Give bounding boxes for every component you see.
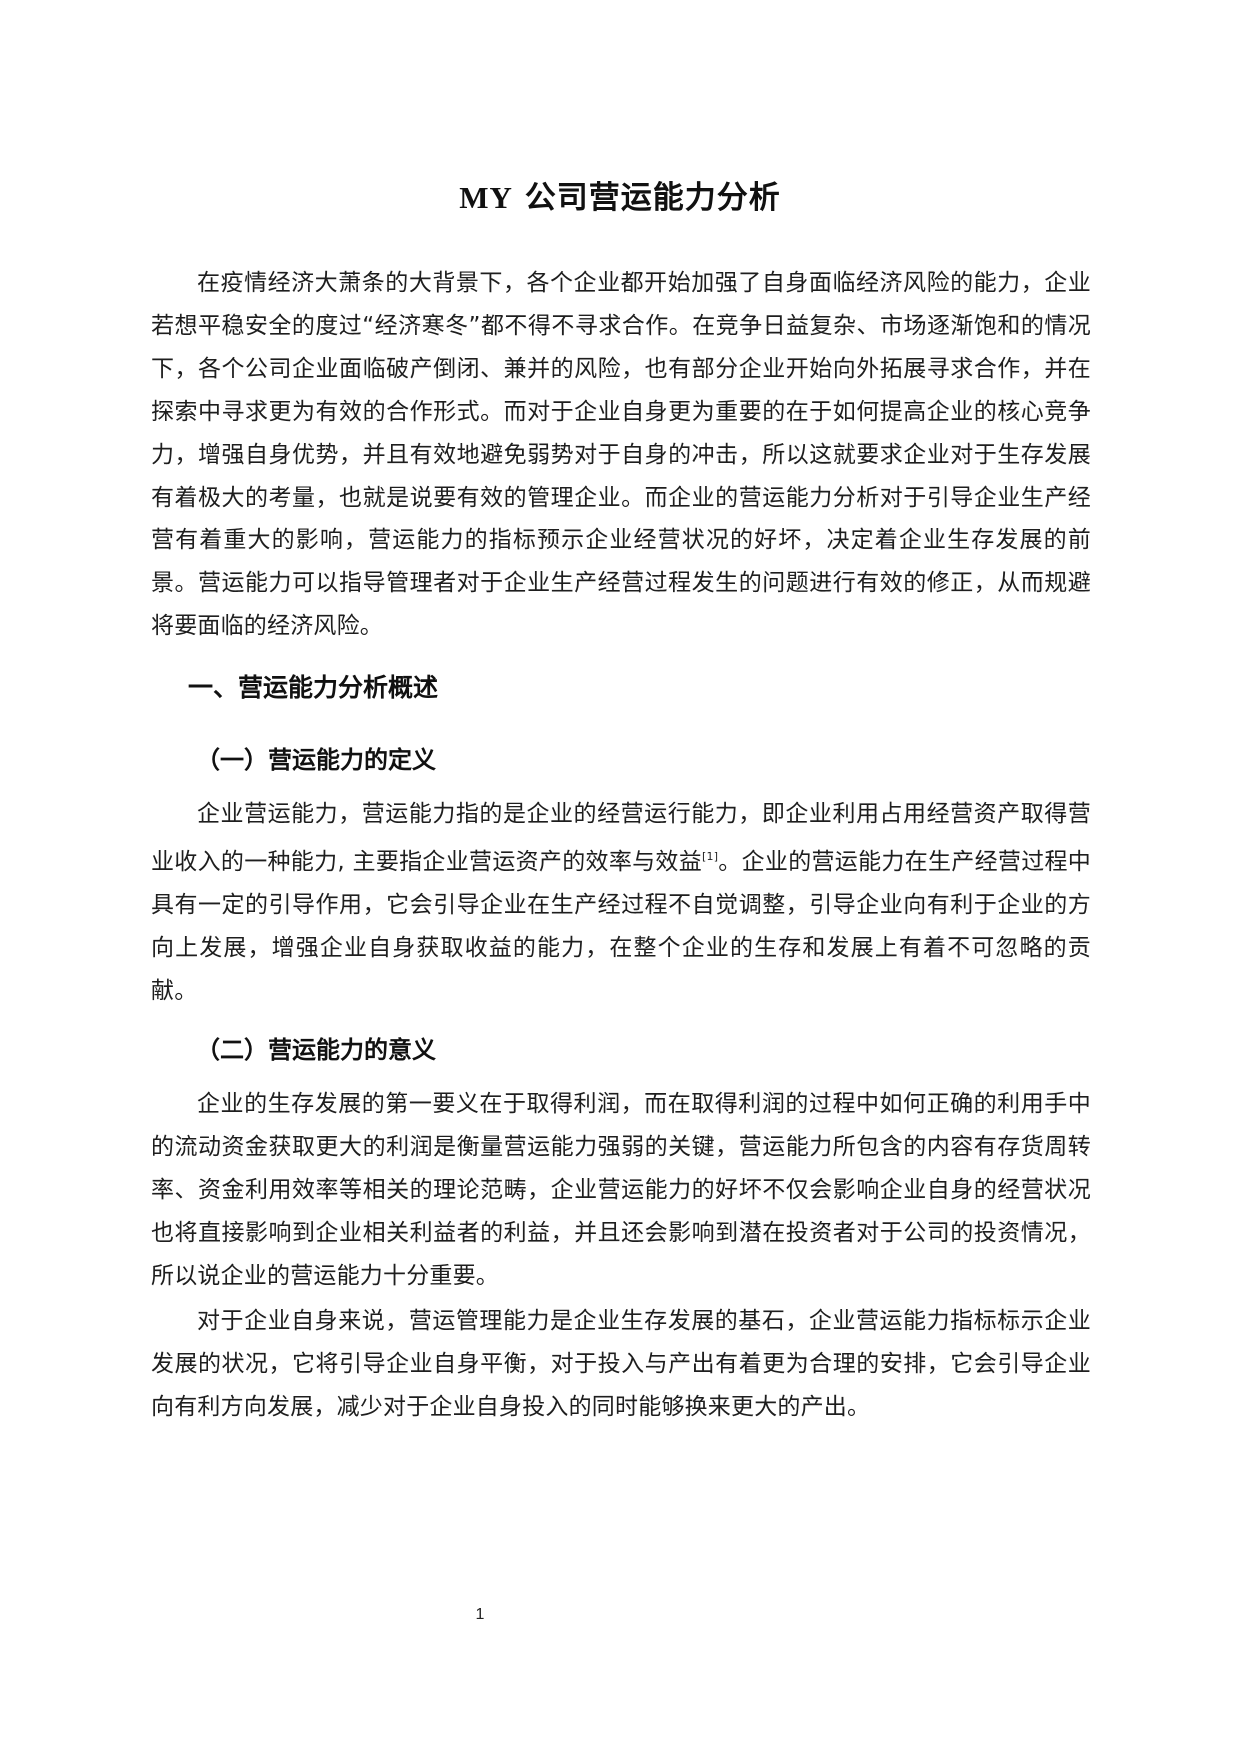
section-heading-overview: 一、营运能力分析概述 [188, 673, 439, 702]
title-cjk: 公司营运能力分析 [524, 180, 781, 216]
subsection-heading-significance: （二）营运能力的意义 [196, 1036, 436, 1064]
significance-paragraph-2: 对于企业自身来说，营运管理能力是企业生存发展的基石，企业营运能力指标标示企业发展… [151, 1308, 1091, 1420]
page-number: 1 [475, 1606, 485, 1623]
definition-text-end: 。企业的营运能力在生产经营过程中具有一定的引导作用，它会引导企业在生产经过程不自… [151, 848, 1091, 1004]
citation-reference: [1] [702, 849, 719, 863]
significance-paragraph-1: 企业的生存发展的第一要义在于取得利润，而在取得利润的过程中如何正确的利用手中的流… [151, 1091, 1091, 1289]
title-latin: MY [459, 180, 513, 215]
definition-text-start: 企业营运能力，营运能力指的是企业的经营运行能力，即企业利用占用经营资产取得营业收… [151, 801, 1091, 875]
subsection-heading-definition: （一）营运能力的定义 [196, 746, 436, 774]
document-title: MY 公司营运能力分析 [0, 172, 1240, 217]
definition-paragraph: 企业营运能力，营运能力指的是企业的经营运行能力，即企业利用占用经营资产取得营业收… [151, 793, 1091, 1013]
intro-paragraph: 在疫情经济大萧条的大背景下，各个企业都开始加强了自身面临经济风险的能力，企业若想… [151, 270, 1091, 640]
